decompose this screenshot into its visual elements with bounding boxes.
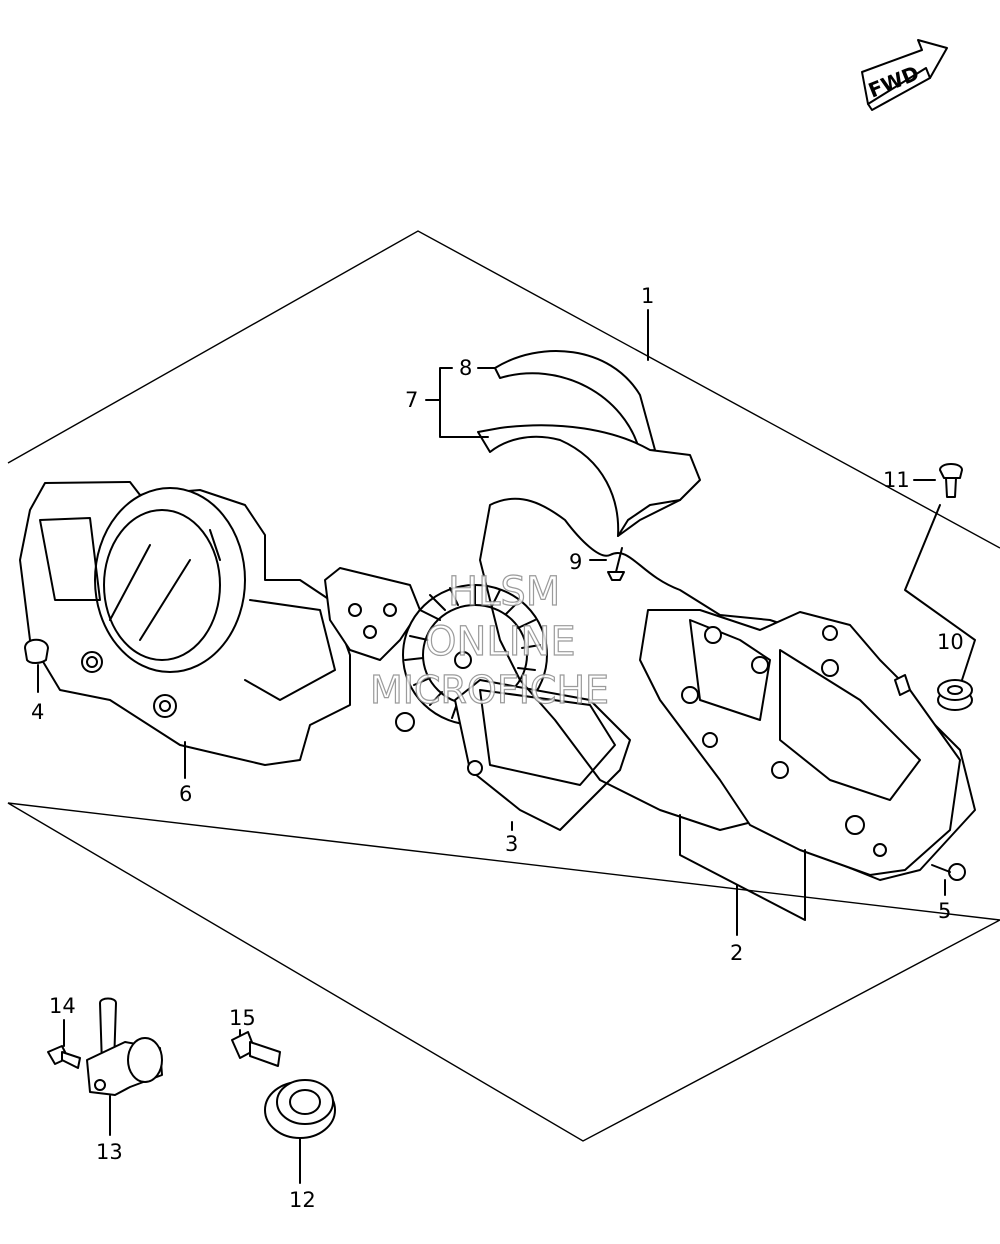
meter-cover-part bbox=[19, 481, 351, 766]
callout-4: 4 bbox=[31, 700, 44, 724]
grommet-part bbox=[937, 679, 973, 711]
callout-6: 6 bbox=[179, 782, 192, 806]
leader-lines bbox=[37, 309, 976, 1184]
callout-labels: 1 2 3 4 5 6 7 8 9 10 11 12 13 14 15 bbox=[31, 284, 964, 1212]
fwd-arrow-icon: FWD bbox=[861, 39, 948, 111]
rear-case-part bbox=[479, 497, 976, 881]
tapping-screw-part bbox=[931, 863, 966, 881]
meter-unit-part bbox=[324, 567, 631, 831]
sensor-bolt-part bbox=[47, 1045, 81, 1069]
callout-3: 3 bbox=[505, 832, 518, 856]
callout-10: 10 bbox=[937, 630, 964, 654]
rotor-bolt-part bbox=[231, 1031, 281, 1067]
callout-9: 9 bbox=[569, 550, 582, 574]
visor-part bbox=[477, 350, 701, 537]
callout-14: 14 bbox=[49, 994, 76, 1018]
watermark-line-1: HLSM bbox=[448, 569, 560, 615]
sensor-rotor-part bbox=[264, 1079, 336, 1139]
callout-8: 8 bbox=[459, 356, 472, 380]
bulb-part bbox=[24, 638, 49, 664]
callout-1: 1 bbox=[641, 284, 654, 308]
callout-12: 12 bbox=[289, 1188, 316, 1212]
assembly-outline bbox=[7, 230, 1000, 1142]
callout-15: 15 bbox=[229, 1006, 256, 1030]
bolt-part bbox=[939, 463, 963, 498]
watermark-line-3: MICROFICHE bbox=[370, 668, 609, 712]
watermark-line-2: ONLINE bbox=[425, 619, 576, 665]
callout-7: 7 bbox=[405, 388, 418, 412]
callout-2: 2 bbox=[730, 941, 743, 965]
callout-11: 11 bbox=[883, 468, 910, 492]
callout-13: 13 bbox=[96, 1140, 123, 1164]
screw-part bbox=[607, 547, 625, 581]
speed-sensor-part bbox=[86, 997, 163, 1096]
callout-5: 5 bbox=[938, 899, 951, 923]
watermark: HLSM ONLINE MICROFICHE bbox=[369, 568, 609, 712]
